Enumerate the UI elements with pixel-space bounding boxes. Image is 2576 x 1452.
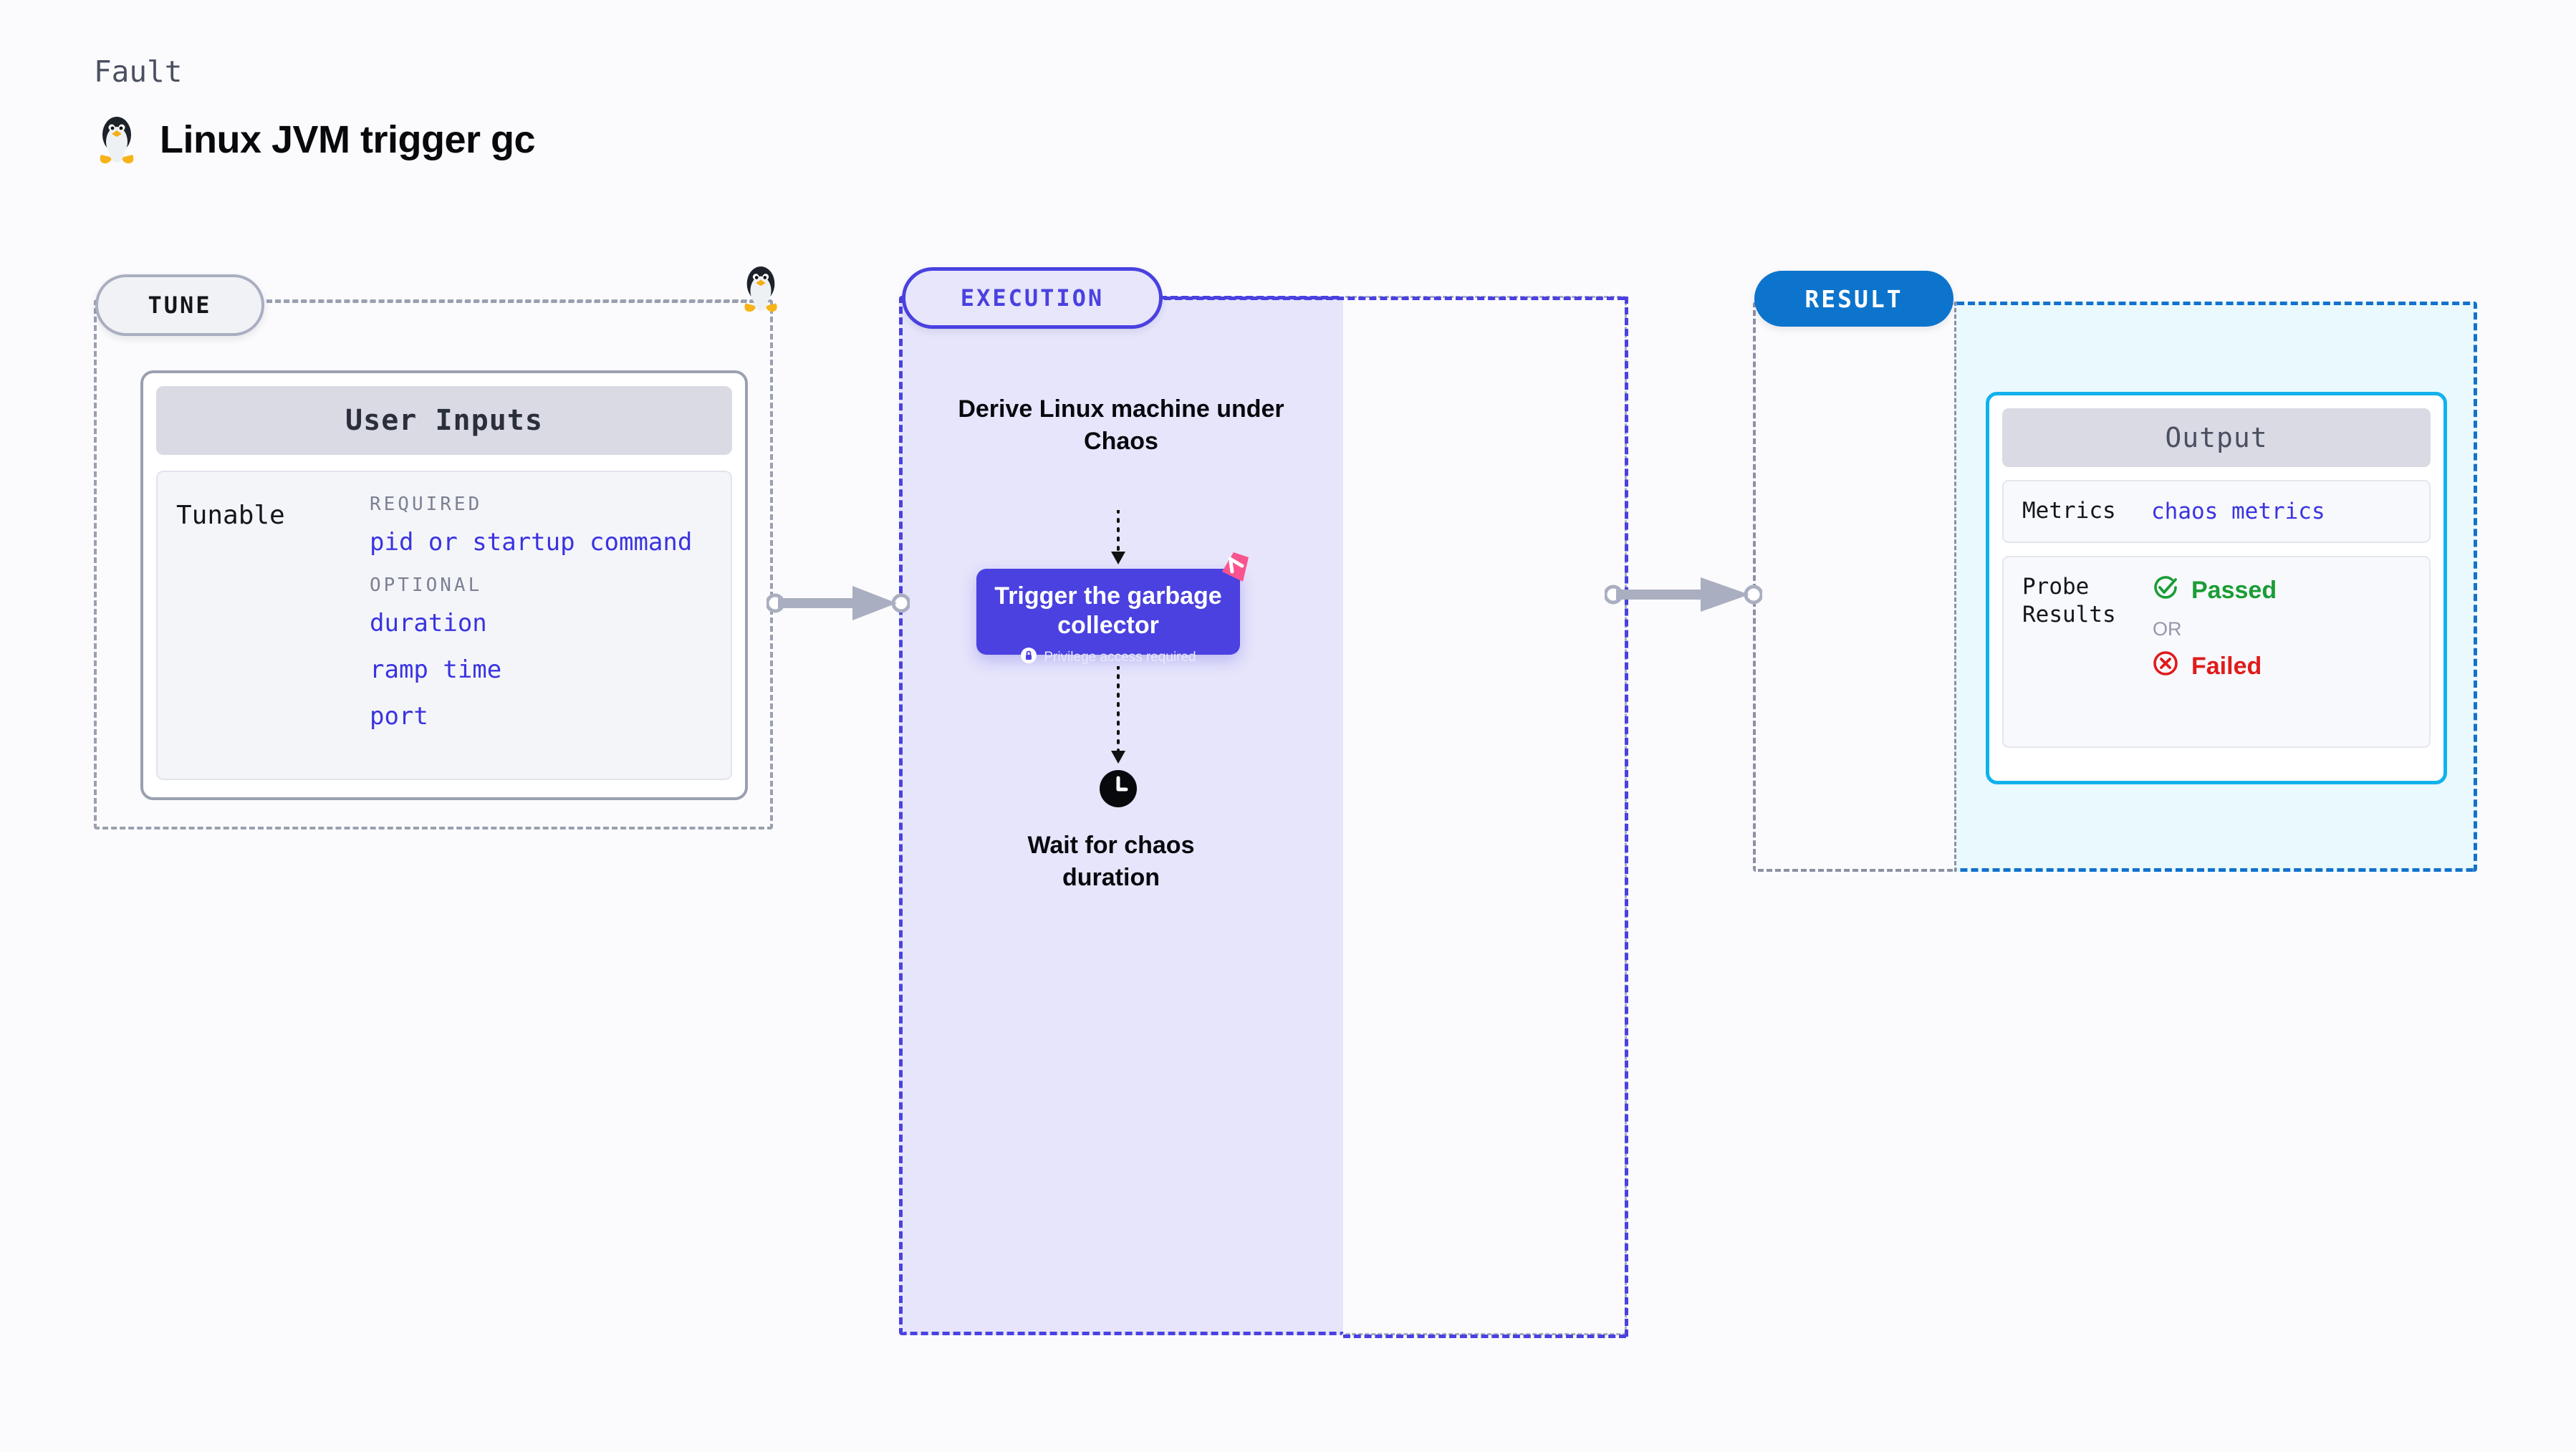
trigger-garbage-collector-card[interactable]: Trigger the garbage collector Privilege … (976, 569, 1240, 665)
execution-right-dashed-line (1625, 297, 1628, 1337)
clock-icon (1098, 769, 1138, 812)
privilege-access-label: Privilege access required (1044, 649, 1196, 665)
tunable-label: Tunable (176, 501, 285, 530)
tunable-box: Tunable REQUIRED pid or startup command … (156, 471, 732, 780)
result-status-region (1753, 302, 1954, 872)
input-ramp-time[interactable]: ramp time (370, 655, 502, 684)
arrow-trigger-to-wait (1105, 665, 1131, 770)
required-group-title: REQUIRED (370, 494, 483, 515)
output-card: Output Metrics chaos metrics Probe Resul… (1986, 392, 2447, 784)
lock-icon (1020, 647, 1037, 668)
x-circle-icon (2151, 649, 2180, 684)
probes-region (1343, 296, 1627, 1335)
probe-results-label: Probe Results (2022, 573, 2116, 628)
execution-top-dashed-line (1153, 297, 1625, 300)
input-port[interactable]: port (370, 702, 428, 731)
connector-execution-to-result (1603, 573, 1764, 620)
probe-result-failed: Failed (2151, 649, 2277, 684)
tune-top-dashed-line (258, 300, 755, 303)
user-inputs-title: User Inputs (156, 386, 732, 455)
tux-penguin-icon (739, 263, 783, 318)
execution-section-pill[interactable]: EXECUTION (902, 267, 1163, 329)
output-card-title: Output (2002, 408, 2431, 467)
check-circle-icon (2151, 573, 2180, 608)
result-section-pill[interactable]: RESULT (1754, 271, 1953, 327)
probe-result-or: OR (2153, 617, 2182, 640)
execution-region (899, 296, 1343, 1335)
output-metrics-row: Metrics chaos metrics (2002, 480, 2431, 543)
probe-results-values: Passed OR Failed (2151, 573, 2277, 684)
connector-tune-to-execution (765, 582, 911, 628)
tune-section-pill[interactable]: TUNE (95, 274, 264, 336)
page-eyebrow-label: Fault (94, 54, 183, 89)
user-inputs-card: User Inputs Tunable REQUIRED pid or star… (140, 370, 748, 800)
execution-step-wait-label: Wait for chaos duration (1027, 832, 1195, 892)
probe-result-passed-label: Passed (2191, 576, 2277, 604)
execution-step-derive-label: Derive Linux machine under Chaos (958, 395, 1284, 456)
probe-result-passed: Passed (2151, 573, 2277, 608)
optional-group-title: OPTIONAL (370, 574, 483, 596)
tunable-groups: REQUIRED pid or startup command OPTIONAL… (370, 494, 692, 757)
page-title-row: Linux JVM trigger gc (94, 113, 536, 166)
execution-bottom-dashed-line (1343, 1335, 1626, 1338)
arrow-derive-to-trigger (1105, 509, 1131, 571)
metrics-label: Metrics (2022, 498, 2116, 524)
page-title: Linux JVM trigger gc (160, 118, 536, 161)
result-divider-dashed-line (1954, 302, 1956, 872)
output-probe-results-row: Probe Results Passed OR (2002, 555, 2431, 748)
probe-result-failed-label: Failed (2191, 652, 2262, 680)
privilege-access-note: Privilege access required (976, 647, 1240, 668)
trigger-card-title: Trigger the garbage collector (994, 582, 1222, 640)
input-duration[interactable]: duration (370, 609, 487, 638)
litmus-chaos-logo-icon (1213, 550, 1251, 590)
tux-penguin-icon (94, 113, 140, 166)
input-pid-or-startup-command[interactable]: pid or startup command (370, 528, 693, 557)
metrics-value[interactable]: chaos metrics (2151, 499, 2325, 524)
